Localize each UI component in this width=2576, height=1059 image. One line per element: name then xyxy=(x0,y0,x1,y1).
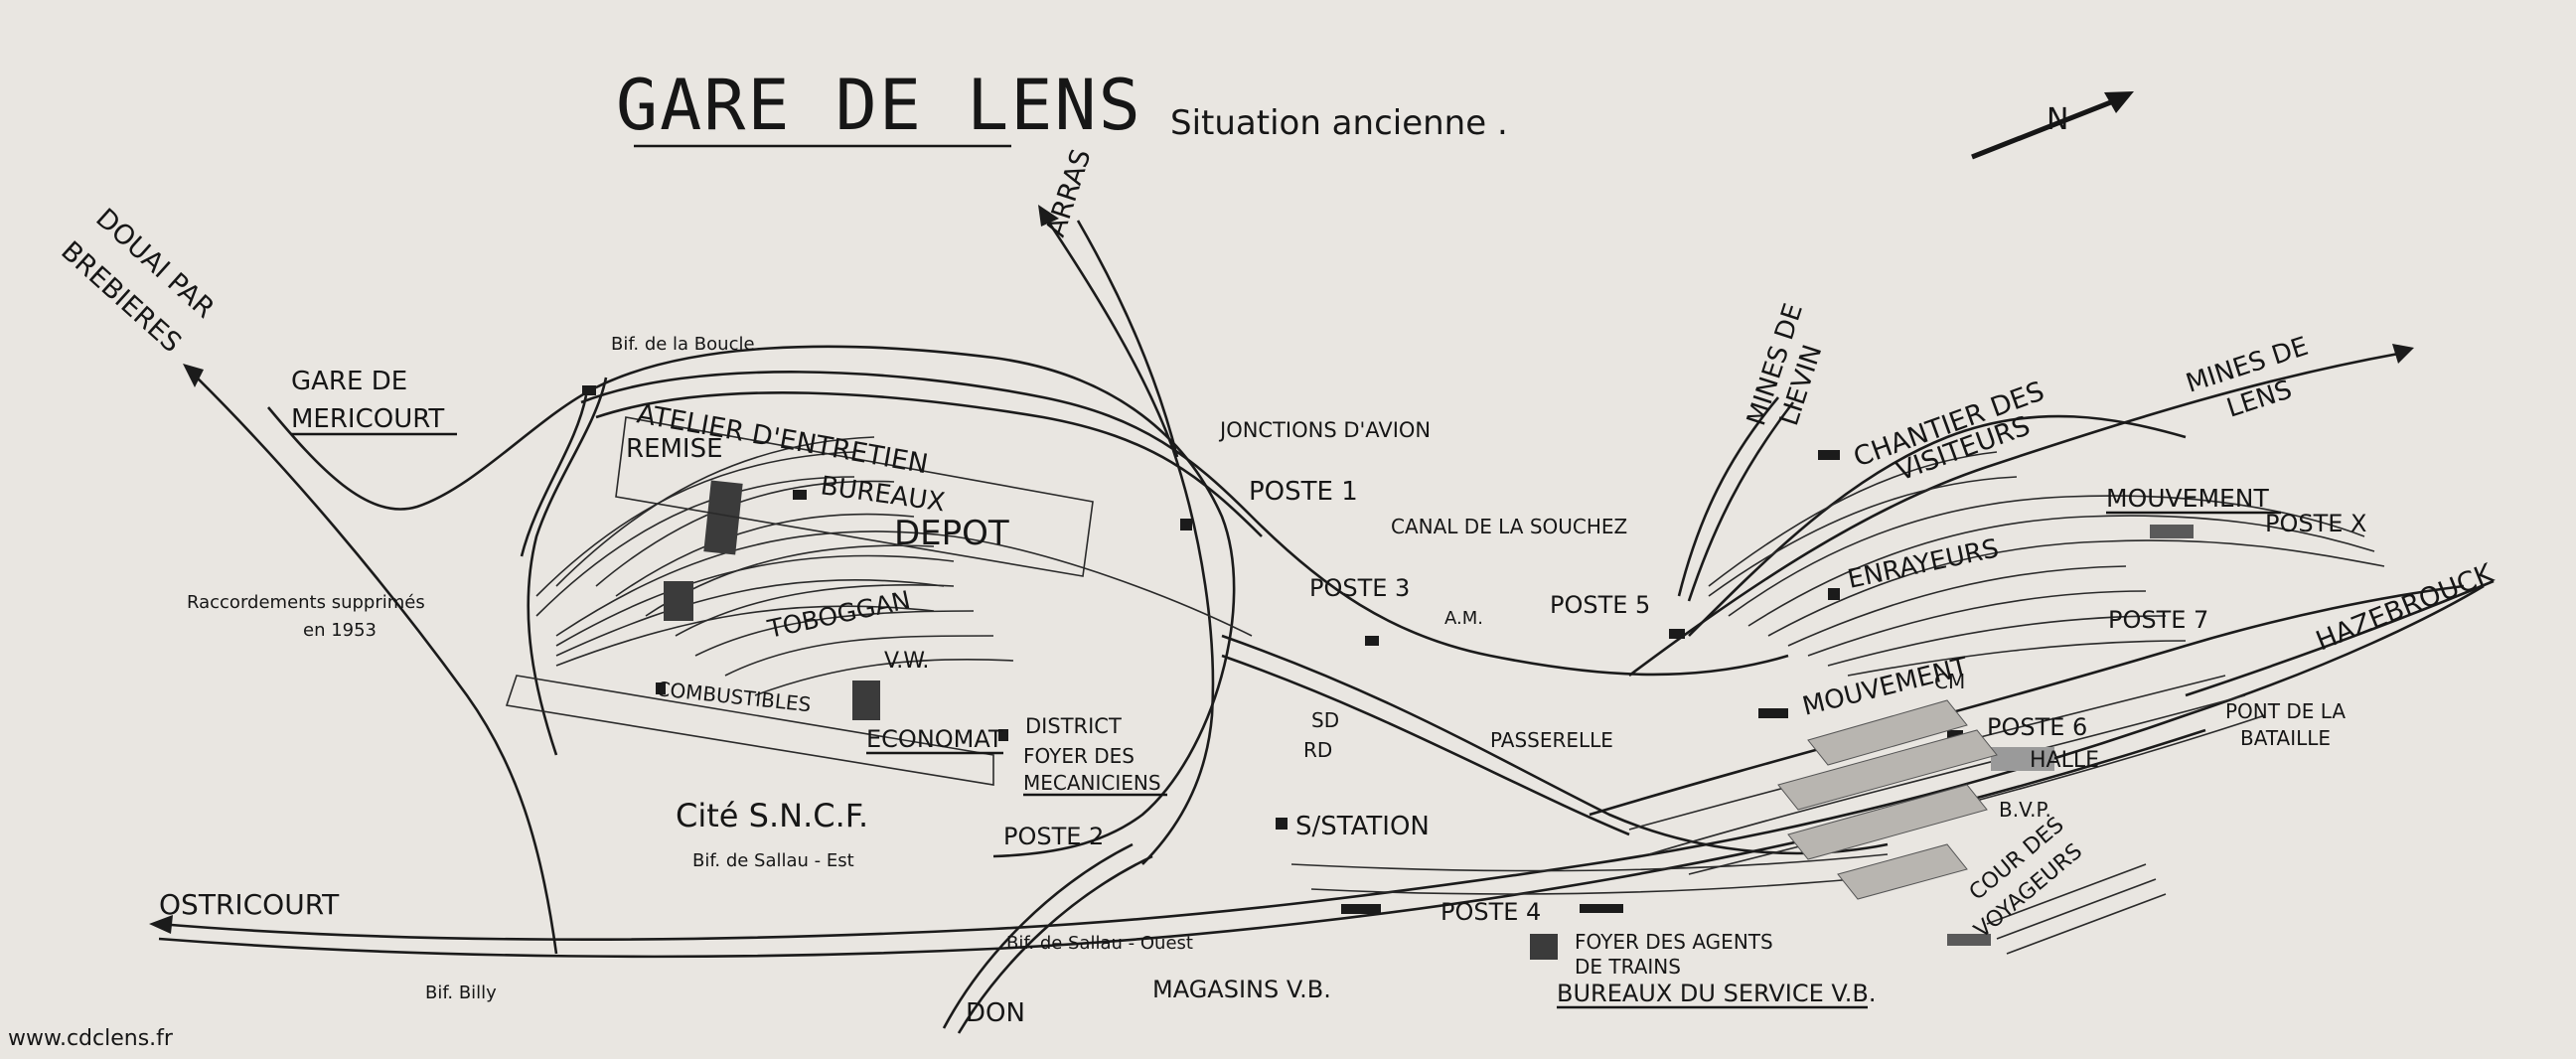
label-passerelle: PASSERELLE xyxy=(1490,728,1613,752)
label-canal: CANAL DE LA SOUCHEZ xyxy=(1391,515,1627,538)
track-network xyxy=(149,205,2495,1034)
label-foyer-agents-2: DE TRAINS xyxy=(1575,955,1681,979)
map-subtitle: Situation ancienne . xyxy=(1170,103,1508,143)
label-poste7: POSTE 7 xyxy=(2108,606,2208,634)
label-bif-billy: Bif. Billy xyxy=(425,983,497,1003)
label-gare-mericourt-1: GARE DE xyxy=(291,367,407,396)
label-foyer-meca-1: FOYER DES xyxy=(1023,744,1135,768)
label-foyer-agents-1: FOYER DES AGENTS xyxy=(1575,930,1773,954)
label-rd: RD xyxy=(1303,738,1332,762)
label-district: DISTRICT xyxy=(1025,714,1122,738)
label-magasins: MAGASINS V.B. xyxy=(1152,976,1331,1003)
label-depot: DEPOT xyxy=(894,514,1009,553)
label-bif-sallau-est: Bif. de Sallau - Est xyxy=(692,850,854,871)
dest-don: DON xyxy=(966,998,1025,1028)
label-remise: REMISE xyxy=(626,434,723,464)
label-jonctions: JONCTIONS D'AVION xyxy=(1218,418,1431,442)
label-bvp: B.V.P. xyxy=(1999,798,2051,822)
label-raccordements-2: en 1953 xyxy=(303,620,377,641)
dest-ostricourt: OSTRICOURT xyxy=(159,888,340,921)
label-economat: ECONOMAT xyxy=(866,725,1003,753)
label-bureaux-vb: BUREAUX DU SERVICE V.B. xyxy=(1557,980,1876,1007)
label-poste1: POSTE 1 xyxy=(1249,477,1358,507)
label-bif-boucle: Bif. de la Boucle xyxy=(611,334,755,355)
label-poste5: POSTE 5 xyxy=(1550,591,1650,619)
north-label: N xyxy=(2046,102,2068,137)
north-arrow: N xyxy=(1971,91,2134,160)
buildings xyxy=(505,385,2194,960)
label-cite: Cité S.N.C.F. xyxy=(676,797,868,834)
map-title: GARE DE LENS xyxy=(616,65,1142,146)
label-cm: CM xyxy=(1934,670,1965,693)
label-postex: POSTE X xyxy=(2265,510,2367,537)
label-poste3: POSTE 3 xyxy=(1309,574,1410,602)
label-poste4: POSTE 4 xyxy=(1440,898,1541,926)
label-pont-1: PONT DE LA xyxy=(2225,699,2346,723)
label-gare-mericourt-2: MERICOURT xyxy=(291,404,444,434)
title-block: GARE DE LENS Situation ancienne . xyxy=(616,65,1508,148)
label-mouvement-top: MOUVEMENT xyxy=(2106,484,2270,513)
label-halle: HALLE xyxy=(2030,748,2099,773)
label-vw: V.W. xyxy=(884,649,929,674)
label-raccordements-1: Raccordements supprimés xyxy=(187,592,425,613)
label-poste6: POSTE 6 xyxy=(1987,713,2087,741)
label-pont-2: BATAILLE xyxy=(2240,726,2331,750)
label-bif-sallau-ouest: Bif. de Sallau - Ouest xyxy=(1006,933,1193,954)
label-foyer-meca-2: MECANICIENS xyxy=(1023,771,1161,795)
label-sd: SD xyxy=(1311,708,1339,732)
label-poste2: POSTE 2 xyxy=(1003,823,1104,850)
label-am: A.M. xyxy=(1444,608,1483,629)
watermark: www.cdclens.fr xyxy=(8,1026,174,1051)
label-sstation: S/STATION xyxy=(1295,812,1430,841)
